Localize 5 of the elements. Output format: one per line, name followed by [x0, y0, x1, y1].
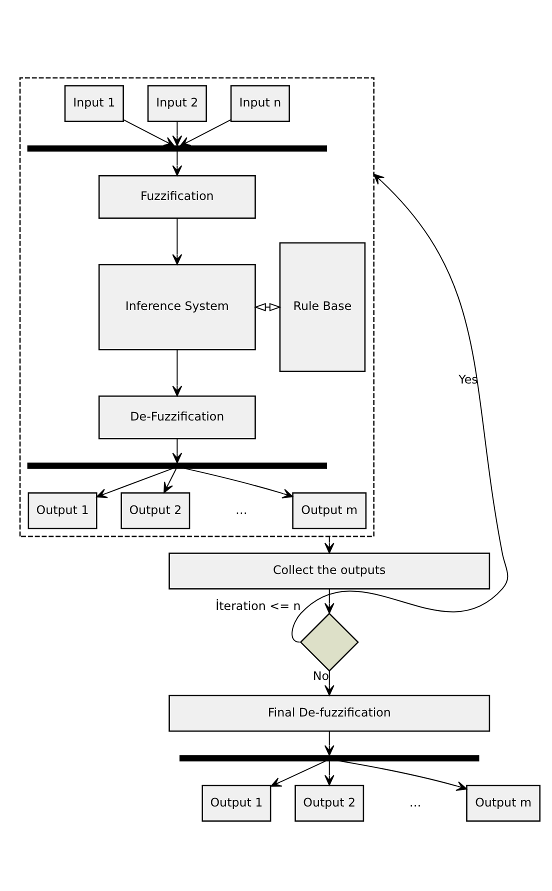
node-label: İteration <= n	[216, 599, 301, 614]
edge-label: Yes	[458, 372, 478, 386]
label: …	[409, 795, 422, 810]
edge-label: No	[312, 668, 330, 683]
label: …	[235, 502, 248, 517]
